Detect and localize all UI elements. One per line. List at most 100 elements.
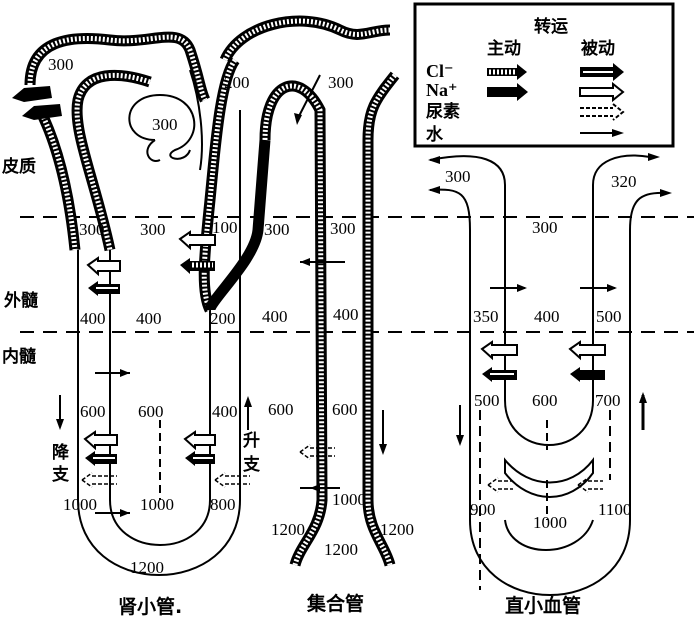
osm-value: 300 — [79, 220, 105, 239]
osm-value: 350 — [473, 307, 499, 326]
osm-value: 300 — [152, 115, 178, 134]
legend-solid-arrow-icon — [487, 83, 528, 101]
osm-value: 300 — [445, 167, 471, 186]
osm-value: 1200 — [380, 520, 414, 539]
osm-value: 1200 — [324, 540, 358, 559]
descending-limb-label-1: 降 — [52, 442, 70, 463]
loop-of-henle-outer — [77, 499, 241, 576]
osm-value: 1100 — [598, 500, 631, 519]
collecting-duct — [204, 71, 400, 567]
nephron — [24, 15, 391, 576]
striped-arrow — [180, 258, 215, 274]
zone-label-cortex: 皮质 — [2, 156, 36, 177]
osm-value: 800 — [210, 495, 236, 514]
osm-value: 300 — [140, 220, 166, 239]
double-line-arrow — [88, 281, 120, 296]
legend-active-header: 主动 — [487, 38, 521, 59]
osm-value: 200 — [224, 73, 250, 92]
legend-thin-arrow-icon — [580, 129, 624, 137]
ascending-limb-label-1: 升 — [243, 431, 260, 451]
legend-solute: Na⁺ — [426, 80, 458, 100]
osm-value: 1000 — [63, 495, 97, 514]
zone-label-inner-medulla: 内髓 — [2, 346, 37, 367]
caption-collecting-duct: 集合管 — [306, 592, 364, 615]
legend-passive-header: 被动 — [581, 38, 615, 59]
legend-dashed-hollow-arrow-icon — [580, 103, 625, 121]
osm-value: 400 — [333, 305, 359, 324]
double-line-arrow — [482, 367, 517, 382]
osm-value: 500 — [596, 307, 622, 326]
osm-value: 100 — [212, 218, 238, 237]
double-line-arrow — [185, 451, 215, 466]
osm-value: 600 — [138, 402, 164, 421]
osm-value: 300 — [264, 220, 290, 239]
hollow-arrow — [183, 430, 216, 451]
hollow-arrow — [480, 340, 518, 361]
osm-value: 1200 — [130, 558, 164, 577]
osm-value: 400 — [80, 309, 106, 328]
legend-solute: 水 — [426, 124, 444, 145]
osm-value: 320 — [611, 172, 637, 191]
osm-value: 1200 — [271, 520, 305, 539]
legend-title: 转运 — [534, 16, 568, 37]
legend: 转运 主动 被动 Cl⁻ Na⁺ 尿素 水 — [413, 2, 675, 148]
collecting-duct-branch — [204, 139, 271, 312]
osm-value: 600 — [268, 400, 294, 419]
dashed-hollow-arrow — [299, 444, 335, 460]
hollow-arrow — [178, 230, 216, 251]
osm-value: 1000 — [332, 490, 366, 509]
osm-value: 600 — [332, 400, 358, 419]
descending-limb-label-2: 支 — [52, 464, 70, 485]
dashed-hollow-arrow — [487, 477, 513, 493]
glomerulus-capsule — [128, 93, 196, 162]
vasa-recta-middle-loop — [504, 457, 594, 498]
osm-value: 200 — [210, 309, 236, 328]
osm-value: 300 — [328, 73, 354, 92]
reabsorption-arrows-proximal — [12, 86, 62, 120]
hollow-arrow — [86, 256, 121, 277]
osm-value: 1000 — [533, 513, 567, 532]
hollow-arrow — [83, 430, 118, 451]
legend-double-line-arrow-icon — [580, 63, 624, 81]
dashed-hollow-arrow — [577, 477, 603, 493]
osm-value: 400 — [136, 309, 162, 328]
dashed-hollow-arrow — [81, 472, 117, 488]
osm-value: 400 — [212, 402, 238, 421]
water-arrow-top — [296, 74, 321, 121]
vasa-recta-inner-loop — [429, 154, 651, 446]
osm-value: 1000 — [140, 495, 174, 514]
osm-value: 400 — [534, 307, 560, 326]
legend-box — [413, 2, 675, 148]
osm-value: 700 — [595, 391, 621, 410]
legend-striped-arrow-icon — [487, 64, 527, 80]
osm-value: 900 — [470, 500, 496, 519]
solid-arrow — [570, 367, 605, 382]
legend-solute: Cl⁻ — [426, 61, 454, 81]
vasa-recta-outer-loop — [429, 188, 666, 596]
osm-value: 600 — [80, 402, 106, 421]
hollow-arrow — [568, 340, 606, 361]
osm-value: 300 — [48, 55, 74, 74]
transport-arrows — [12, 86, 672, 517]
osm-value: 500 — [474, 391, 500, 410]
ascending-limb-label-2: 支 — [243, 454, 261, 475]
caption-vasa-recta: 直小血管 — [505, 594, 581, 617]
osmolality-values: 300 300 200 300 300 300 100 300 300 400 … — [48, 55, 637, 577]
osm-value: 400 — [262, 307, 288, 326]
caption-nephron: 肾小管. — [118, 595, 182, 618]
dashed-hollow-arrow — [214, 472, 250, 488]
zone-label-outer-medulla: 外髓 — [4, 290, 39, 311]
proximal-straight-tubule — [35, 107, 81, 251]
osm-value: 300 — [532, 218, 558, 237]
osm-value: 600 — [532, 391, 558, 410]
legend-solute: 尿素 — [426, 102, 460, 122]
osm-value: 300 — [330, 219, 356, 238]
distal-tubule — [219, 15, 391, 63]
collecting-duct-right-wall — [362, 71, 400, 567]
loop-of-henle-inner — [109, 499, 211, 546]
legend-hollow-arrow-icon — [579, 81, 625, 103]
vasa-recta — [429, 154, 666, 596]
double-line-arrow — [85, 451, 117, 466]
